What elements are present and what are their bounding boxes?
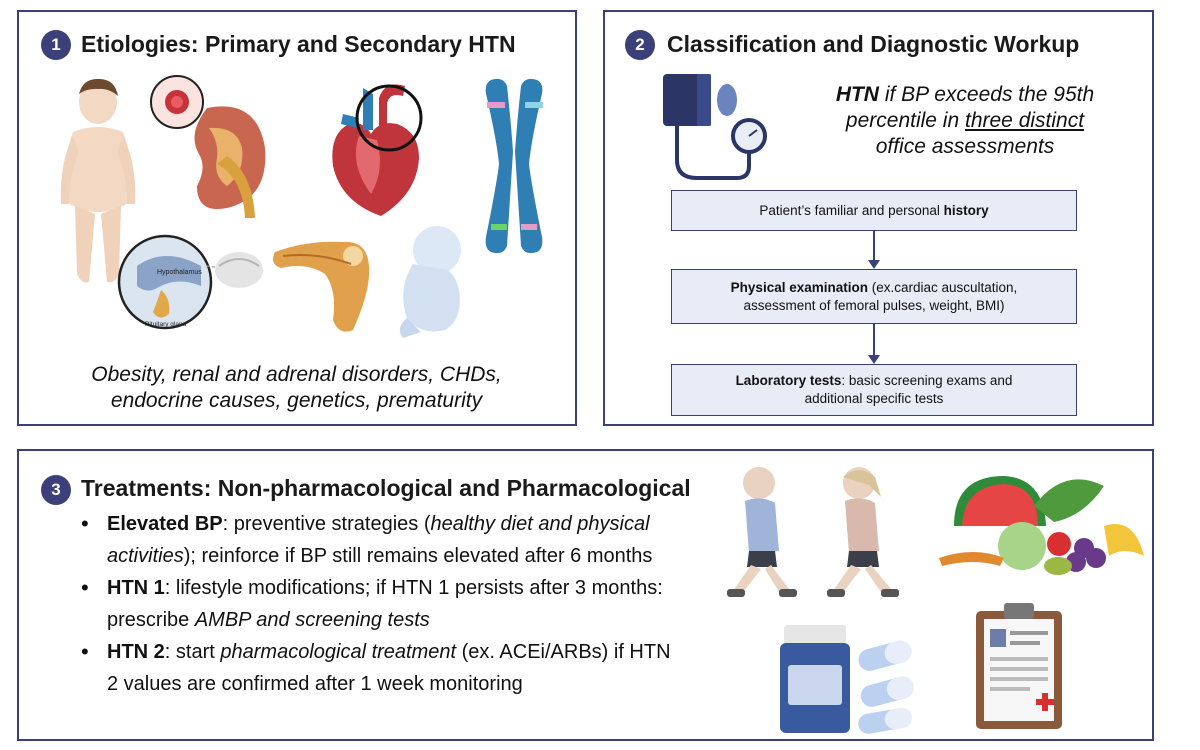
step-bold: Laboratory tests [735,373,842,388]
running-children-icon [727,467,899,597]
heart-icon [332,84,423,216]
hypothalamus-label: Hypothalamus [157,269,202,276]
step-bold: Physical examination [730,279,868,295]
item-italic: pharmacological treatment [220,641,457,663]
item-italic: AMBP and screening tests [194,609,430,631]
item-bold: HTN 2 [107,641,165,663]
panel-number-badge: 1 [41,30,71,60]
caption-line: Obesity, renal and adrenal disorders, CH… [91,363,502,386]
blood-pressure-cuff-icon [663,74,767,180]
note-text: office assessments [875,135,1055,158]
item-text: : start [164,641,221,663]
treatment-item-elevated-bp: Elevated BP: preventive strategies (heal… [81,508,671,572]
brain-pituitary-icon: Hypothalamus Pituitary gland [117,234,263,330]
treatments-panel: 3 Treatments: Non-pharmacological and Ph… [17,449,1154,741]
etiologies-caption: Obesity, renal and adrenal disorders, CH… [19,362,574,414]
htn-definition: HTN if BP exceeds the 95th percentile in… [800,82,1130,160]
child-body-icon [60,78,136,283]
step-history: Patient’s familiar and personal history [671,190,1077,231]
diagnostic-panel: 2 Classification and Diagnostic Workup H… [603,10,1154,426]
treatment-list: Elevated BP: preventive strategies (heal… [81,508,671,700]
treatment-item-htn1: HTN 1: lifestyle modifications; if HTN 1… [81,572,671,636]
item-bold: HTN 1 [107,577,165,599]
step-text: (ex.cardiac auscultation, [867,279,1018,295]
step-text: additional specific tests [804,391,944,406]
chromosome-icon [485,78,543,254]
etiologies-panel: 1 Etiologies: Primary and Secondary HTN [17,10,577,426]
clipboard-icon [976,603,1062,729]
step-text: assessment of femoral pulses, weight, BM… [743,297,1005,313]
item-bold: Elevated BP [107,513,223,535]
note-text: percentile in [845,109,965,132]
fruits-vegetables-icon [939,476,1144,575]
step-lab-tests: Laboratory tests: basic screening exams … [671,364,1077,416]
treatment-item-htn2: HTN 2: start pharmacological treatment (… [81,636,671,700]
pituitary-label: Pituitary gland [145,321,187,328]
flow-arrow [868,324,880,364]
panel-title: Treatments: Non-pharmacological and Phar… [81,475,691,501]
panel-title: Classification and Diagnostic Workup [667,31,1080,57]
panel-number-badge: 3 [41,475,71,505]
panel-title: Etiologies: Primary and Secondary HTN [81,31,516,57]
caption-line: endocrine causes, genetics, prematurity [110,389,483,412]
note-text: if BP exceeds the 95th [878,83,1095,106]
step-text: : basic screening exams and [841,373,1013,388]
item-italic: healthy diet and physical activities [107,513,650,567]
item-text: ); reinforce if BP still remains elevate… [183,545,653,567]
panel-number-badge: 2 [625,30,655,60]
item-text: (ex. ACEi/ARBs) if HTN 2 values are conf… [107,641,671,695]
item-text: : lifestyle modifications; if HTN 1 pers… [107,577,663,631]
step-physical-exam: Physical examination (ex.cardiac auscult… [671,269,1077,324]
step-bold: history [943,202,989,218]
htn-bold: HTN [835,83,879,106]
note-underlined: three distinct [965,109,1085,132]
kidney-icon [150,75,266,218]
item-text: : preventive strategies ( [222,513,431,535]
pancreas-icon [273,241,370,332]
step-text: Patient’s familiar and personal [759,202,944,218]
pill-bottle-icon [780,625,914,734]
fetus-icon [399,226,461,338]
flow-arrow [868,231,880,269]
